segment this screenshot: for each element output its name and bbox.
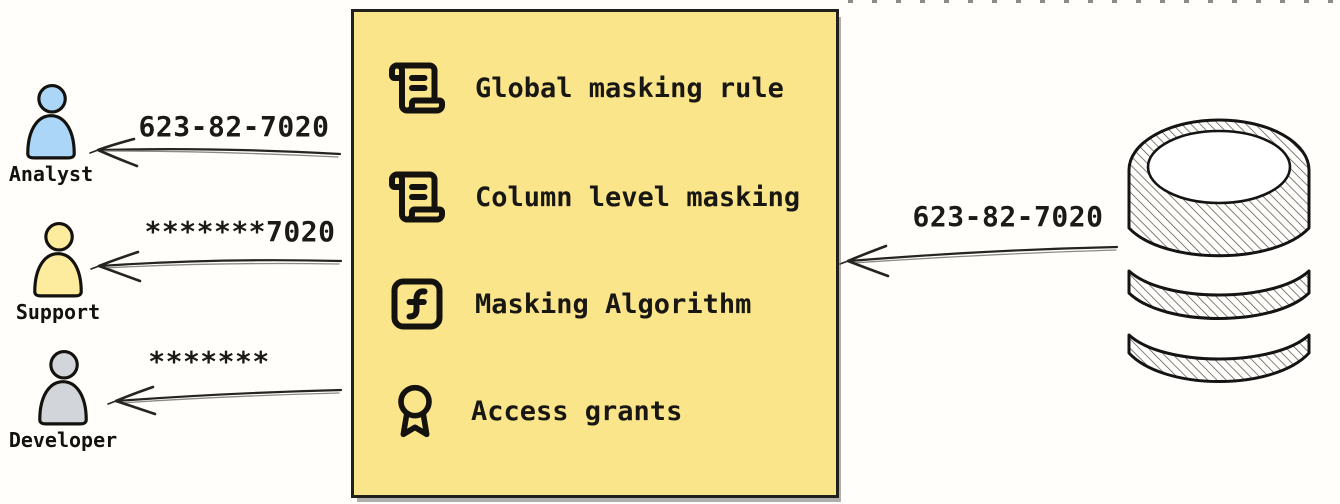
actor-label: Developer [8,428,118,452]
policy-item-global-masking-rule: Global masking rule [354,58,836,118]
person-icon [33,222,83,298]
policy-item-label: Access grants [471,395,683,427]
policy-item-access-grants: Access grants [354,376,836,446]
masked-value-support: *******7020 [144,215,336,248]
actor-analyst: Analyst [0,84,105,186]
policy-item-label: Column level masking [475,181,801,213]
database-icon [1127,118,1311,383]
person-icon [26,84,76,160]
arrow-from-database [839,244,1119,278]
actor-support: Support [4,222,112,324]
masked-value-developer: ******* [148,345,270,378]
actor-label: Analyst [8,162,94,186]
masking-policies-box: Global masking rule Column level masking [351,9,839,498]
arrow-to-support [90,250,343,283]
masked-value-analyst: 623-82-7020 [138,110,330,143]
policy-item-label: Global masking rule [475,72,784,104]
person-icon [38,350,88,426]
arrow-to-developer [107,385,343,416]
policy-item-masking-algorithm: Masking Algorithm [354,274,836,334]
policy-item-column-level-masking: Column level masking [354,167,836,227]
award-icon [387,376,443,446]
actor-label: Support [15,300,101,324]
policy-item-label: Masking Algorithm [475,288,752,320]
actor-developer: Developer [9,350,117,452]
arrow-to-analyst [89,137,342,168]
source-value-label: 623-82-7020 [912,200,1104,233]
scroll-text-icon [387,167,447,227]
function-square-icon [387,274,447,334]
scroll-text-icon [387,58,447,118]
